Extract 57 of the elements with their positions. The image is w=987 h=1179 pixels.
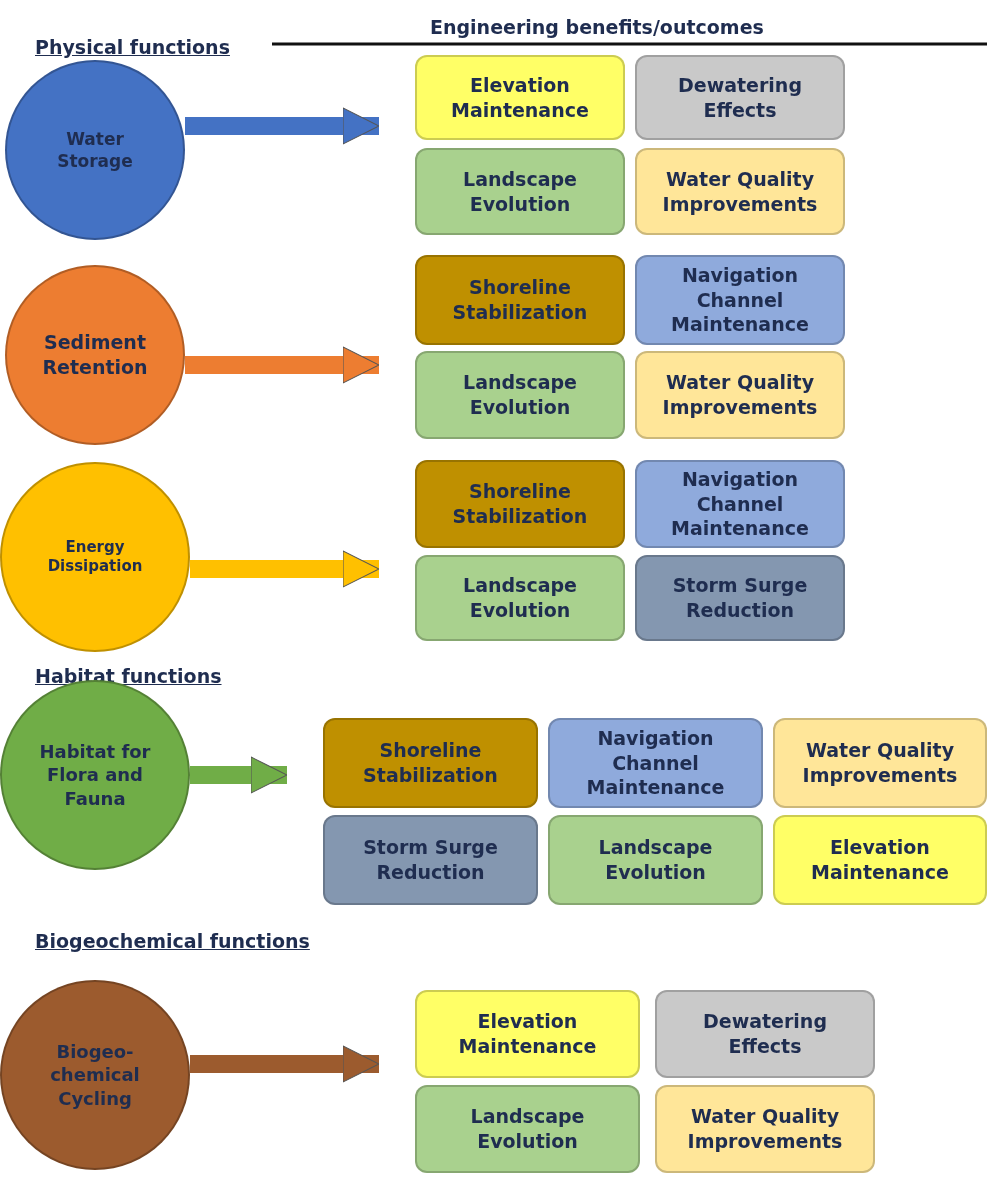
outcome-name: Water Quality Improvements [661, 370, 819, 420]
outcome-box [323, 815, 538, 905]
outcome-box [415, 55, 625, 140]
outcome-box [323, 718, 538, 808]
block-arrow [190, 1045, 380, 1083]
outcome-name: Water Quality Improvements [661, 166, 819, 217]
section-heading: Biogeochemical functions [35, 930, 310, 952]
outcome-box [655, 1085, 875, 1173]
function-name: Habitat for Flora and Fauna [38, 739, 152, 811]
outcome-box [548, 815, 763, 905]
outcome-name: Dewatering Effects [677, 72, 803, 123]
block-arrow [190, 550, 380, 588]
outcome-name: Storm Surge Reduction [362, 835, 499, 885]
outcome-name: Landscape Evolution [597, 835, 714, 885]
outcome-box [415, 460, 625, 548]
outcome-box [635, 55, 845, 140]
outcome-box [635, 255, 845, 345]
outcome-box [415, 351, 625, 439]
outcome-box [415, 148, 625, 235]
outcome-box [635, 148, 845, 235]
function-name: Biogeo-chemical Cycling [49, 1039, 141, 1111]
outcome-name: Landscape Evolution [462, 370, 578, 420]
outcome-name: Landscape Evolution [462, 573, 578, 623]
function-name: Sediment Retention [41, 330, 149, 380]
outcome-name: Navigation Channel Maintenance [670, 262, 810, 338]
outcome-name: Dewatering Effects [702, 1009, 828, 1059]
outcome-box [635, 460, 845, 548]
outcome-box [548, 718, 763, 808]
outcome-name: Water Quality Improvements [801, 738, 959, 788]
outcome-name: Elevation Maintenance [450, 72, 590, 123]
block-arrow [185, 346, 380, 384]
column-heading: Engineering benefits/outcomes [430, 16, 764, 38]
outcome-name: Water Quality Improvements [686, 1104, 844, 1154]
outcome-name: Shoreline Stabilization [451, 479, 589, 529]
outcome-box [635, 555, 845, 641]
function-name: Water Storage [56, 127, 134, 173]
outcome-name: Shoreline Stabilization [451, 275, 589, 325]
section-heading: Physical functions [35, 36, 230, 58]
outcome-box [635, 351, 845, 439]
block-arrow [190, 756, 288, 794]
outcome-name: Landscape Evolution [462, 166, 578, 217]
outcome-name: Storm Surge Reduction [671, 573, 809, 623]
outcome-box [415, 555, 625, 641]
outcome-box [773, 815, 987, 905]
block-arrow [185, 107, 380, 145]
outcome-box [415, 255, 625, 345]
outcome-box [655, 990, 875, 1078]
outcome-name: Navigation Channel Maintenance [670, 466, 810, 542]
outcome-box [415, 990, 640, 1078]
outcome-name: Shoreline Stabilization [362, 738, 499, 788]
outcome-box [415, 1085, 640, 1173]
outcome-name: Landscape Evolution [469, 1104, 586, 1154]
outcome-box [773, 718, 987, 808]
outcome-name: Navigation Channel Maintenance [585, 725, 726, 801]
outcome-name: Elevation Maintenance [810, 835, 950, 885]
outcome-name: Elevation Maintenance [457, 1009, 598, 1059]
function-name: Energy Dissipation [46, 537, 144, 577]
